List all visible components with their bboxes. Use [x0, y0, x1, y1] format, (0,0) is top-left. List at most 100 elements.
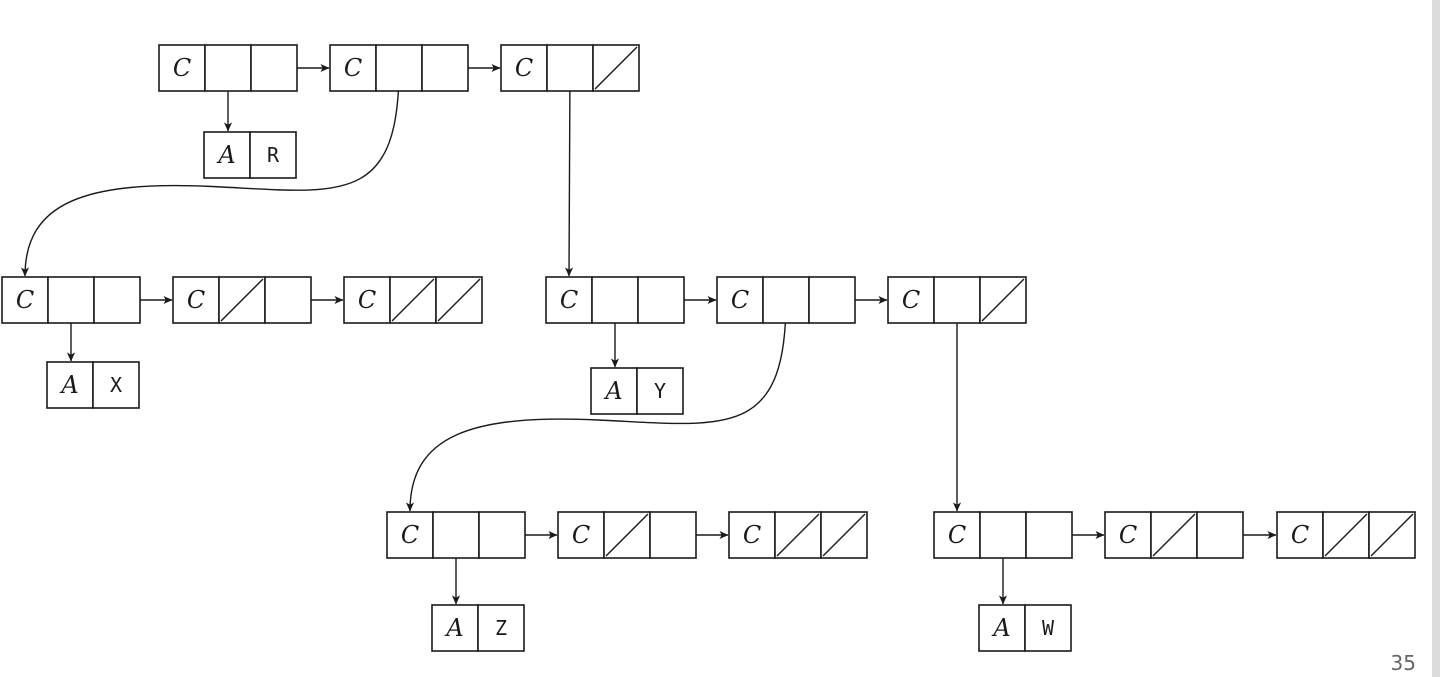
- atom-value: R: [267, 143, 280, 167]
- pointer-edge: [405, 299, 787, 512]
- cons-node: C: [557, 511, 697, 559]
- cons-node: C: [158, 44, 298, 92]
- node-tag: C: [1119, 521, 1137, 549]
- node-tag: C: [560, 286, 578, 314]
- node-tag: A: [216, 141, 235, 169]
- tag-cell: [1104, 511, 1152, 559]
- cdr-nil-slash: [437, 278, 481, 322]
- pointer-edge: [564, 67, 574, 277]
- car-nil-slash: [1324, 513, 1368, 557]
- cons-node: C: [1276, 511, 1416, 559]
- node-tag: C: [401, 521, 419, 549]
- car-nil-slash: [1152, 513, 1196, 557]
- node-tag: C: [731, 286, 749, 314]
- cdr-cell: [1196, 511, 1244, 559]
- car-nil-slash: [220, 278, 264, 322]
- tag-cell: [1276, 511, 1324, 559]
- scrollbar[interactable]: [1432, 0, 1440, 677]
- tag-cell: [728, 511, 776, 559]
- cdr-cell: [93, 276, 141, 324]
- value-cell: [249, 131, 297, 179]
- pointer-edge: [20, 67, 400, 277]
- value-cell: [636, 367, 684, 415]
- car-cell: [47, 276, 95, 324]
- atom-value: X: [110, 373, 122, 397]
- car-cell: [762, 276, 810, 324]
- cdr-cell: [250, 44, 298, 92]
- tag-cell: [386, 511, 434, 559]
- cons-node: C: [545, 276, 685, 324]
- node-tag: A: [991, 614, 1010, 642]
- car-cell: [375, 44, 423, 92]
- cdr-cell: [637, 276, 685, 324]
- node-tag: C: [173, 54, 191, 82]
- tag-cell: [887, 276, 935, 324]
- tag-cell: [978, 604, 1026, 652]
- node-tag: C: [16, 286, 34, 314]
- tag-cell: [590, 367, 638, 415]
- node-tag: A: [444, 614, 463, 642]
- car-cell: [546, 44, 594, 92]
- atom-value: W: [1042, 616, 1055, 640]
- tag-cell: [329, 44, 377, 92]
- cdr-cell: [808, 276, 856, 324]
- node-tag: C: [1291, 521, 1309, 549]
- cdr-cell: [264, 276, 312, 324]
- cdr-cell: [421, 44, 469, 92]
- node-tag: A: [59, 371, 78, 399]
- node-tag: C: [358, 286, 376, 314]
- node-tag: C: [948, 521, 966, 549]
- tag-cell: [46, 361, 94, 409]
- node-tag: C: [902, 286, 920, 314]
- cdr-cell: [1025, 511, 1073, 559]
- cdr-nil-slash: [822, 513, 866, 557]
- cdr-nil-slash: [594, 46, 638, 90]
- cons-node: C: [728, 511, 868, 559]
- value-cell: [477, 604, 525, 652]
- cons-node: C: [329, 44, 469, 92]
- cons-node: C: [386, 511, 526, 559]
- tag-cell: [158, 44, 206, 92]
- cons-node: C: [716, 276, 856, 324]
- car-nil-slash: [391, 278, 435, 322]
- cons-node: C: [1104, 511, 1244, 559]
- car-cell: [432, 511, 480, 559]
- car-cell: [933, 276, 981, 324]
- node-tag: C: [344, 54, 362, 82]
- cons-node: C: [933, 511, 1073, 559]
- cons-node: C: [172, 276, 312, 324]
- car-cell: [591, 276, 639, 324]
- cons-node: C: [500, 44, 640, 92]
- car-cell: [979, 511, 1027, 559]
- cdr-cell: [478, 511, 526, 559]
- tag-cell: [172, 276, 220, 324]
- cons-node: C: [1, 276, 141, 324]
- value-cell: [1024, 604, 1072, 652]
- cdr-cell: [649, 511, 697, 559]
- cons-node: C: [887, 276, 1027, 324]
- tag-cell: [933, 511, 981, 559]
- tag-cell: [343, 276, 391, 324]
- tag-cell: [545, 276, 593, 324]
- node-tag: C: [187, 286, 205, 314]
- atom-value: Z: [495, 616, 507, 640]
- tag-cell: [716, 276, 764, 324]
- car-nil-slash: [776, 513, 820, 557]
- page-number: 35: [1390, 651, 1416, 675]
- node-tag: C: [743, 521, 761, 549]
- cdr-nil-slash: [1370, 513, 1414, 557]
- cons-node: C: [343, 276, 483, 324]
- node-tag: C: [515, 54, 533, 82]
- car-cell: [204, 44, 252, 92]
- node-tag: C: [572, 521, 590, 549]
- value-cell: [92, 361, 140, 409]
- cdr-nil-slash: [981, 278, 1025, 322]
- node-tag: A: [603, 377, 622, 405]
- tag-cell: [500, 44, 548, 92]
